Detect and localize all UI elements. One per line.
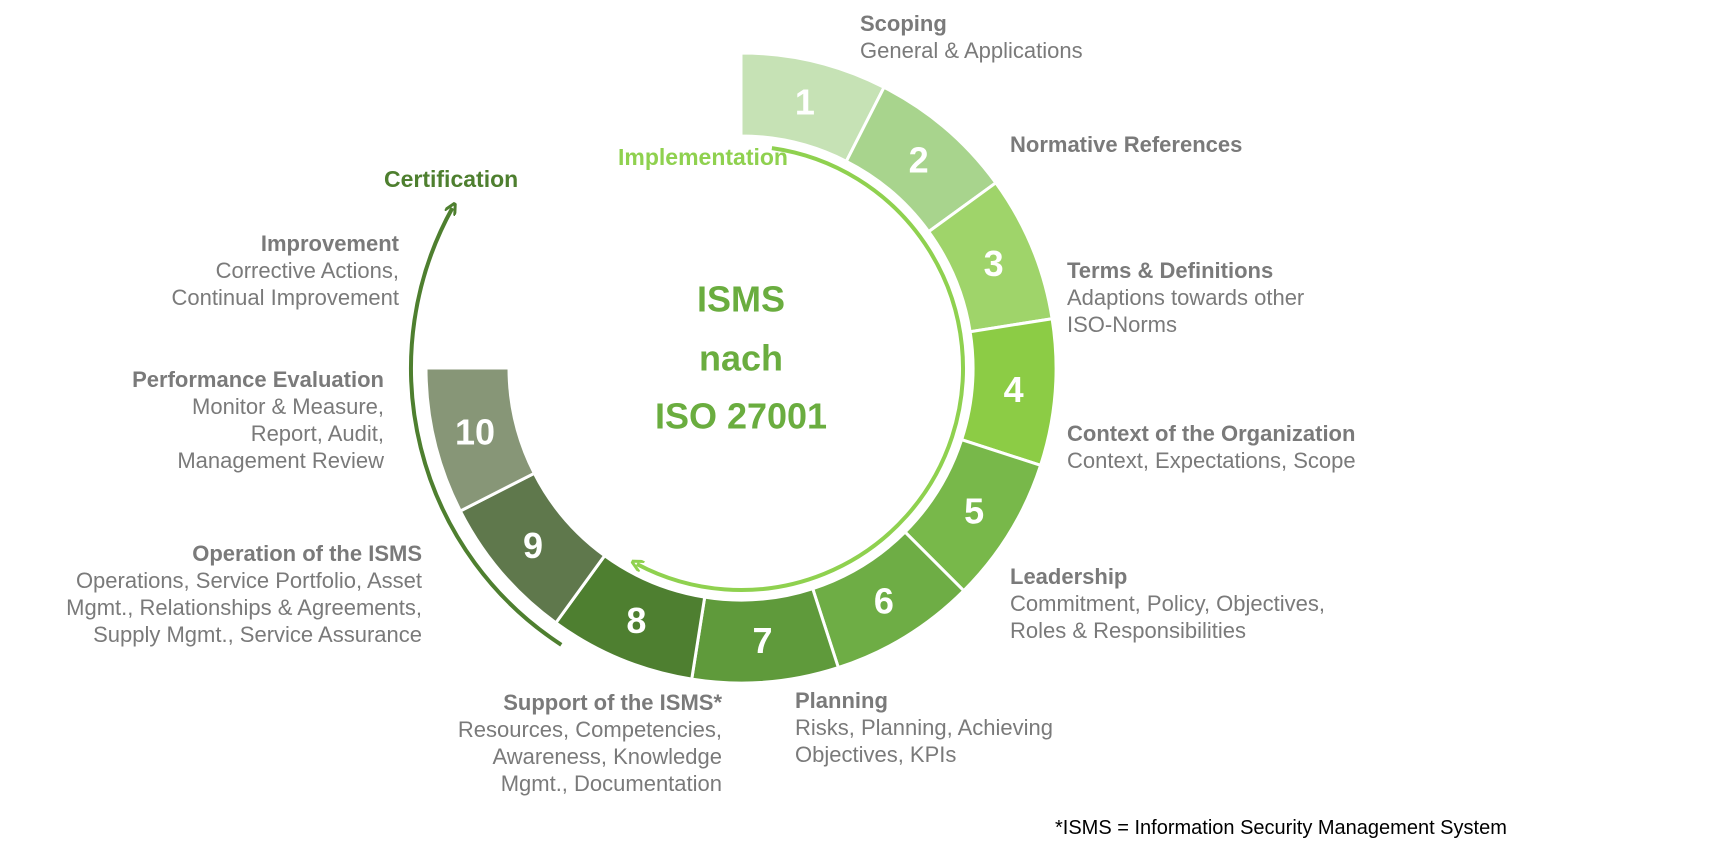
segment-number-9: 9 xyxy=(523,525,543,566)
label-desc-line: Corrective Actions, xyxy=(215,258,399,283)
label-support: Support of the ISMS* Resources, Competen… xyxy=(458,689,722,797)
certification-arrow xyxy=(409,208,563,647)
label-leadership: Leadership Commitment, Policy, Objective… xyxy=(1010,563,1325,644)
label-desc-line: Objectives, KPIs xyxy=(795,742,957,767)
implementation-label: Implementation xyxy=(618,144,788,170)
center-title-line3: ISO 27001 xyxy=(655,396,827,437)
label-desc-line: Commitment, Policy, Objectives, xyxy=(1010,591,1326,616)
segment-number-8: 8 xyxy=(626,600,646,641)
label-terms-definitions: Terms & Definitions Adaptions towards ot… xyxy=(1067,257,1304,338)
label-desc-line: Monitor & Measure, xyxy=(192,394,384,419)
label-title: Improvement xyxy=(260,231,399,256)
segment-number-7: 7 xyxy=(752,620,772,661)
label-desc-line: Resources, Competencies, xyxy=(457,717,722,742)
label-title: Terms & Definitions xyxy=(1067,258,1274,283)
segment-number-1: 1 xyxy=(795,82,815,123)
label-improvement: Improvement Corrective Actions, Continua… xyxy=(172,230,399,311)
label-desc-line: Adaptions towards other xyxy=(1067,285,1305,310)
label-planning: Planning Risks, Planning, Achieving Obje… xyxy=(795,687,1053,768)
label-desc-line: Continual Improvement xyxy=(171,285,399,310)
label-title: Context of the Organization xyxy=(1067,421,1356,446)
segment-number-4: 4 xyxy=(1004,369,1024,410)
label-title: Normative References xyxy=(1010,132,1243,157)
certification-label: Certification xyxy=(384,166,518,192)
ring-segments xyxy=(424,51,1058,685)
label-desc-line: Supply Mgmt., Service Assurance xyxy=(93,622,422,647)
label-desc-line: Risks, Planning, Achieving xyxy=(795,715,1054,740)
segment-number-5: 5 xyxy=(964,490,984,531)
label-desc-line: Roles & Responsibilities xyxy=(1010,618,1246,643)
label-title: Performance Evaluation xyxy=(132,367,384,392)
label-normative-references: Normative References xyxy=(1010,131,1242,158)
segment-number-10: 10 xyxy=(455,411,495,452)
center-title-line2: nach xyxy=(699,338,783,379)
footnote: *ISMS = Information Security Management … xyxy=(1055,817,1507,839)
label-title: Operation of the ISMS xyxy=(192,541,422,566)
label-desc-line: Context, Expectations, Scope xyxy=(1067,448,1356,473)
label-scoping: Scoping General & Applications xyxy=(860,10,1083,64)
label-title: Support of the ISMS* xyxy=(503,690,722,715)
label-desc-line: Awareness, Knowledge xyxy=(492,744,722,769)
segment-number-6: 6 xyxy=(874,581,894,622)
label-operation: Operation of the ISMS Operations, Servic… xyxy=(66,540,422,648)
label-desc-line: Operations, Service Portfolio, Asset xyxy=(75,568,422,593)
label-title: Planning xyxy=(795,688,888,713)
segment-numbers: 1 2 3 4 5 6 7 8 9 10 xyxy=(455,82,1024,662)
label-title: Scoping xyxy=(860,11,947,36)
label-title: Leadership xyxy=(1010,564,1128,589)
label-performance-evaluation: Performance Evaluation Monitor & Measure… xyxy=(132,366,384,474)
label-desc-line: ISO-Norms xyxy=(1067,312,1177,337)
label-context-organization: Context of the Organization Context, Exp… xyxy=(1067,420,1356,474)
segment-number-2: 2 xyxy=(909,140,929,181)
label-desc-line: General & Applications xyxy=(860,38,1083,63)
segment-number-3: 3 xyxy=(984,243,1004,284)
implementation-arrow xyxy=(637,146,965,592)
label-desc-line: Management Review xyxy=(177,448,384,473)
label-desc-line: Report, Audit, xyxy=(250,421,384,446)
ring-segment-10 xyxy=(424,366,537,514)
center-title-line1: ISMS xyxy=(697,279,785,320)
label-desc-line: Mgmt., Documentation xyxy=(500,771,722,796)
label-desc-line: Mgmt., Relationships & Agreements, xyxy=(66,595,422,620)
